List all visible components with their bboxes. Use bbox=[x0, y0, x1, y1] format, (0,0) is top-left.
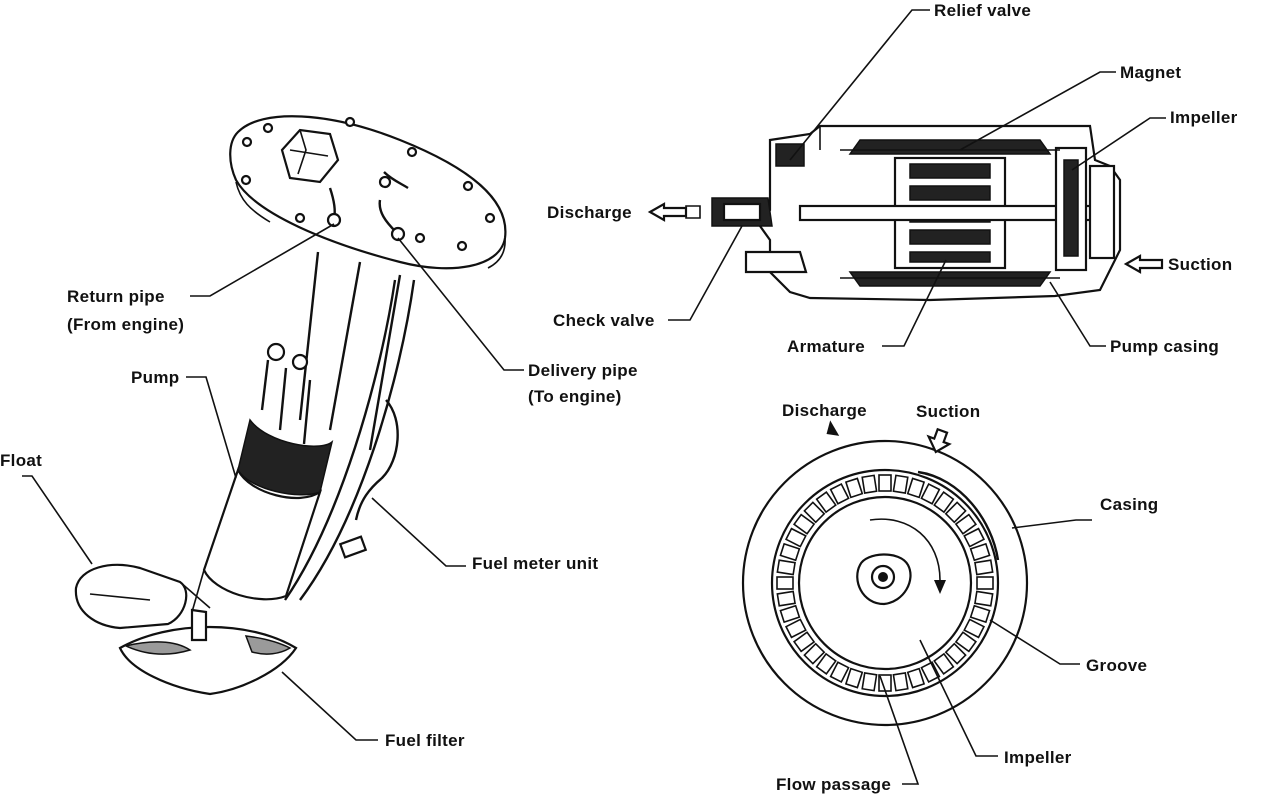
label-armature: Armature bbox=[787, 337, 865, 356]
impeller-tooth bbox=[963, 618, 986, 639]
impeller-tooth bbox=[792, 513, 816, 535]
label-return-pipe-sub: (From engine) bbox=[67, 315, 184, 334]
impeller-tooth bbox=[974, 590, 994, 607]
impeller-tooth bbox=[954, 631, 978, 653]
label-groove: Groove bbox=[1086, 656, 1147, 675]
impeller-tooth bbox=[844, 477, 864, 499]
impeller-tooth bbox=[861, 474, 878, 494]
impeller-tooth bbox=[861, 672, 878, 692]
label-flow-passage: Flow passage bbox=[776, 775, 891, 794]
pump-cross-section bbox=[711, 124, 1122, 302]
impeller-tooth bbox=[933, 652, 955, 676]
leader-lines bbox=[22, 9, 1166, 785]
impeller-tooth bbox=[906, 477, 926, 499]
label-discharge-bottom: Discharge bbox=[782, 401, 867, 420]
label-pump-casing: Pump casing bbox=[1110, 337, 1219, 356]
impeller-tooth bbox=[974, 559, 994, 576]
impeller-tooth bbox=[933, 490, 955, 514]
impeller-tooth bbox=[969, 604, 991, 624]
impeller-tooth bbox=[792, 631, 816, 653]
impeller-tooth bbox=[776, 576, 794, 590]
impeller-tooth bbox=[829, 482, 850, 505]
label-fuel-filter: Fuel filter bbox=[385, 731, 465, 750]
label-relief-valve: Relief valve bbox=[934, 1, 1031, 20]
impeller-tooth bbox=[815, 490, 837, 514]
labels: Return pipe (From engine) Delivery pipe … bbox=[0, 1, 1238, 794]
impeller-tooth bbox=[969, 542, 991, 562]
impeller-tooth bbox=[829, 661, 850, 684]
impeller-tooth bbox=[892, 474, 909, 494]
label-return-pipe: Return pipe bbox=[67, 287, 165, 306]
label-fuel-meter-unit: Fuel meter unit bbox=[472, 554, 598, 573]
impeller-tooth bbox=[776, 559, 796, 576]
label-impeller-top: Impeller bbox=[1170, 108, 1238, 127]
impeller-tooth bbox=[920, 661, 941, 684]
impeller-tooth bbox=[844, 667, 864, 689]
impeller-tooth bbox=[784, 527, 807, 548]
impeller-tooth bbox=[803, 501, 826, 524]
label-delivery-pipe: Delivery pipe bbox=[528, 361, 638, 380]
impeller-tooth bbox=[892, 672, 909, 692]
impeller-tooth bbox=[906, 667, 926, 689]
impeller-tooth bbox=[954, 513, 978, 535]
impeller-tooth bbox=[944, 501, 967, 524]
label-impeller-bottom: Impeller bbox=[1004, 748, 1072, 767]
label-check-valve: Check valve bbox=[553, 311, 655, 330]
label-delivery-pipe-sub: (To engine) bbox=[528, 387, 622, 406]
label-suction-top: Suction bbox=[1168, 255, 1232, 274]
impeller-tooth bbox=[920, 482, 941, 505]
impeller-tooth bbox=[878, 474, 892, 492]
pump-assembly-drawing bbox=[74, 115, 507, 696]
impeller-teeth bbox=[776, 474, 994, 692]
impeller-tooth bbox=[803, 642, 826, 665]
impeller-tooth bbox=[784, 618, 807, 639]
impeller-tooth bbox=[779, 604, 801, 624]
label-pump: Pump bbox=[131, 368, 179, 387]
impeller-front-view bbox=[741, 439, 1029, 727]
impeller-tooth bbox=[776, 590, 796, 607]
impeller-tooth bbox=[779, 542, 801, 562]
label-float: Float bbox=[0, 451, 42, 470]
impeller-tooth bbox=[815, 652, 837, 676]
label-magnet: Magnet bbox=[1120, 63, 1181, 82]
impeller-tooth bbox=[963, 527, 986, 548]
label-suction-bottom: Suction bbox=[916, 402, 980, 421]
label-casing: Casing bbox=[1100, 495, 1158, 514]
impeller-tooth bbox=[944, 642, 967, 665]
impeller-tooth bbox=[976, 576, 994, 590]
label-discharge-top: Discharge bbox=[547, 203, 632, 222]
flange-bolt-holes bbox=[240, 116, 496, 252]
